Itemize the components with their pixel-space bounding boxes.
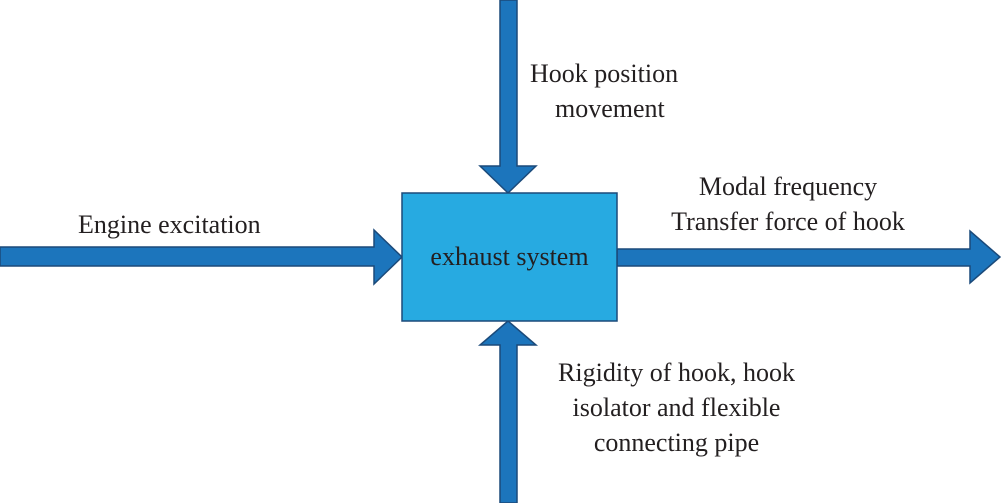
top-input-label-line-1: Hook position <box>530 59 679 88</box>
bottom-input-label-line-2: isolator and flexible <box>572 393 781 422</box>
right-output-arrow <box>616 229 1001 285</box>
left-input-label: Engine excitation <box>78 207 261 242</box>
left-input-label-line-1: Engine excitation <box>78 210 261 239</box>
bottom-input-label-line-1: Rigidity of hook, hook <box>558 358 795 387</box>
top-input-arrow <box>478 0 538 195</box>
right-output-label-line-2: Transfer force of hook <box>671 207 905 236</box>
exhaust-system-label: exhaust system <box>430 242 589 271</box>
right-output-label: Modal frequency Transfer force of hook <box>638 169 938 239</box>
right-output-label-line-1: Modal frequency <box>698 172 878 201</box>
left-input-arrow <box>0 228 404 286</box>
bottom-input-label-line-3: connecting pipe <box>593 428 760 457</box>
exhaust-system-box <box>401 192 618 322</box>
bottom-input-arrow <box>477 320 539 503</box>
top-input-label: Hook position movement <box>530 56 678 126</box>
bottom-input-label: Rigidity of hook, hook isolator and flex… <box>524 355 829 460</box>
top-input-label-line-2: movement <box>555 94 665 123</box>
